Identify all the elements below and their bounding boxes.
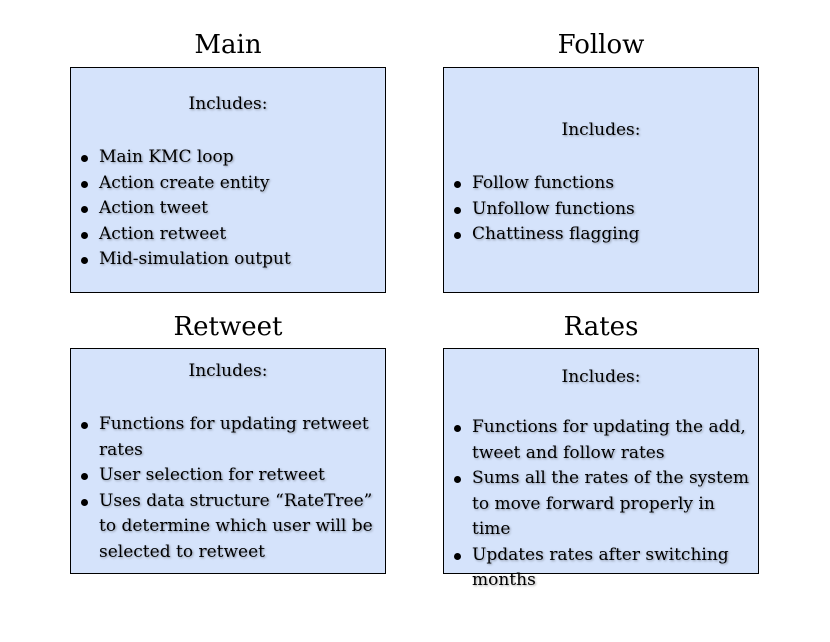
list-item: Uses data structure “RateTree” to determ… <box>77 489 377 566</box>
main-panel-title: Main <box>194 30 262 60</box>
rates-panel-box: Includes: Functions for updating the add… <box>443 348 759 590</box>
list-item: Action create entity <box>77 171 377 197</box>
follow-panel-box: Includes: Follow functions Unfollow func… <box>443 67 759 293</box>
follow-item-list: Follow functions Unfollow functions Chat… <box>450 171 750 248</box>
retweet-panel-box: Includes: Functions for updating retweet… <box>70 348 386 574</box>
rates-panel-title: Rates <box>563 312 639 342</box>
rates-includes-label: Includes: <box>561 367 641 387</box>
follow-includes-label: Includes: <box>561 120 641 140</box>
list-item: Mid-simulation output <box>77 247 377 273</box>
main-item-list: Main KMC loop Action create entity Actio… <box>77 145 377 273</box>
list-item: Chattiness flagging <box>450 222 750 248</box>
retweet-includes-label: Includes: <box>188 361 268 381</box>
list-item: User selection for retweet <box>77 463 377 489</box>
list-item: Action retweet <box>77 222 377 248</box>
list-item: Follow functions <box>450 171 750 197</box>
list-item: Functions for updating retweet rates <box>77 412 377 463</box>
main-includes-label: Includes: <box>188 94 268 114</box>
follow-panel-title: Follow <box>557 30 645 60</box>
list-item: Sums all the rates of the system to move… <box>450 466 756 543</box>
retweet-panel-title: Retweet <box>173 312 283 342</box>
rates-item-list: Functions for updating the add, tweet an… <box>450 415 756 594</box>
list-item: Unfollow functions <box>450 197 750 223</box>
list-item: Updates rates after switching months <box>450 543 756 594</box>
list-item: Main KMC loop <box>77 145 377 171</box>
main-panel-box: Includes: Main KMC loop Action create en… <box>70 67 386 293</box>
retweet-item-list: Functions for updating retweet rates Use… <box>77 412 377 565</box>
list-item: Action tweet <box>77 196 377 222</box>
list-item: Functions for updating the add, tweet an… <box>450 415 756 466</box>
